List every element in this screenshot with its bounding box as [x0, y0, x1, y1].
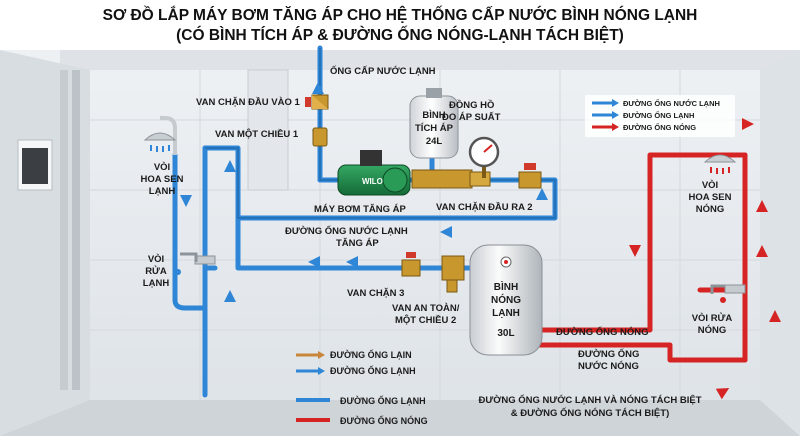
cold-shower [143, 116, 177, 155]
heater-capacity: 30L [497, 328, 514, 339]
outlet-valve-2 [518, 163, 542, 189]
legend-mid: ĐƯỜNG ỐNG LẠIN ĐƯỜNG ỐNG LẠNH [296, 349, 416, 376]
label-separate-1: ĐƯỜNG ỐNG NƯỚC LẠNH VÀ NÓNG TÁCH BIỆT [478, 394, 701, 406]
label-safety-1: VAN AN TOÀN/ [392, 303, 460, 314]
label-safety-2: MỘT CHIỀU 2 [395, 314, 456, 326]
label-cold-shower-1: VÒI [154, 161, 170, 173]
label-pump: MÁY BƠM TĂNG ÁP [314, 204, 407, 215]
label-cold-tap-2: RỬA [145, 265, 167, 277]
label-hot-shower-3: NÓNG [696, 203, 725, 215]
legend-bottom-item-1: ĐƯỜNG ỐNG LẠNH [340, 395, 426, 406]
label-hot-pipe: ĐƯỜNG ỐNG NÓNG [556, 326, 649, 338]
label-inlet-valve: VAN CHẶN ĐẦU VÀO 1 [196, 97, 301, 108]
label-cold-shower-3: LẠNH [149, 186, 176, 197]
valve-3 [401, 252, 421, 277]
legend-top: ĐƯỜNG ỐNG NƯỚC LẠNH ĐƯỜNG ỐNG LẠNH ĐƯỜNG… [585, 95, 735, 137]
check-valve-1 [312, 127, 328, 147]
label-hot-water-2: NƯỚC NÓNG [578, 360, 639, 372]
label-gauge-1: ĐỒNG HỒ [449, 99, 494, 111]
pressure-gauge [468, 136, 500, 178]
label-separate-2: & ĐƯỜNG ỐNG NÓNG TÁCH BIỆT) [511, 407, 669, 419]
hot-tap [710, 284, 746, 303]
valves [305, 94, 542, 293]
label-cold-shower-2: HOA SEN [141, 174, 184, 185]
legend-bottom: ĐƯỜNG ỐNG LẠNH ĐƯỜNG ỐNG NÓNG [296, 395, 428, 426]
title-line1: SƠ ĐỒ LẮP MÁY BƠM TĂNG ÁP CHO HỆ THỐNG C… [103, 6, 698, 24]
hot-pipes [517, 152, 748, 363]
label-hot-shower-2: HOA SEN [689, 192, 732, 203]
tank-label-3: 24L [426, 136, 443, 147]
label-supply-pipe: ỐNG CẤP NƯỚC LẠNH [330, 65, 436, 77]
cold-tap [175, 252, 216, 275]
safety-valve [441, 255, 465, 293]
legend-top-item-3: ĐƯỜNG ỐNG NÓNG [623, 122, 696, 132]
legend-top-item-1: ĐƯỜNG ỐNG NƯỚC LẠNH [623, 98, 720, 108]
label-outlet-valve: VAN CHẶN ĐẦU RA 2 [436, 202, 533, 213]
tank-label-2: TÍCH ÁP [415, 123, 454, 134]
inlet-valve-1 [305, 94, 329, 110]
label-gauge-2: ĐO ÁP SUẤT [442, 112, 501, 123]
pressure-tank: BÌNH TÍCH ÁP 24L [409, 88, 459, 159]
label-check-valve: VAN MỘT CHIỀU 1 [215, 128, 299, 140]
label-hot-water-1: ĐƯỜNG ỐNG [578, 348, 639, 360]
label-cold-tap-3: LẠNH [143, 278, 170, 289]
title-line2: (CÓ BÌNH TÍCH ÁP & ĐƯỜNG ỐNG NÓNG-LẠNH T… [176, 26, 624, 44]
legend-bottom-item-2: ĐƯỜNG ỐNG NÓNG [340, 415, 428, 426]
heater-label-1: BÌNH [494, 280, 518, 293]
label-valve-3: VAN CHẶN 3 [347, 288, 404, 299]
flow-arrows [180, 82, 781, 400]
heater-label-3: LẠNH [492, 308, 520, 319]
heater-label-2: NÓNG [491, 293, 521, 306]
label-hot-tap-1: VÒI RỬA [692, 312, 733, 324]
booster-pump: WILO [337, 150, 411, 196]
label-hot-shower-1: VÒI [702, 179, 718, 191]
component-labels: ỐNG CẤP NƯỚC LẠNH VAN CHẶN ĐẦU VÀO 1 VAN… [141, 65, 733, 419]
legend-mid-item-2: ĐƯỜNG ỐNG LẠNH [330, 365, 416, 376]
label-hot-tap-2: NÓNG [698, 324, 727, 336]
label-boost-pipe-1: ĐƯỜNG ỐNG NƯỚC LẠNH [285, 225, 408, 237]
pump-brand: WILO [362, 177, 383, 186]
legend-mid-item-1: ĐƯỜNG ỐNG LẠIN [330, 349, 412, 360]
water-heater: BÌNH NÓNG LẠNH 30L [469, 244, 543, 356]
hot-shower [703, 154, 737, 174]
tank-label-1: BÌNH [422, 110, 445, 121]
legend-top-item-2: ĐƯỜNG ỐNG LẠNH [623, 110, 694, 120]
label-boost-pipe-2: TĂNG ÁP [336, 238, 379, 249]
label-cold-tap-1: VÒI [148, 253, 164, 265]
